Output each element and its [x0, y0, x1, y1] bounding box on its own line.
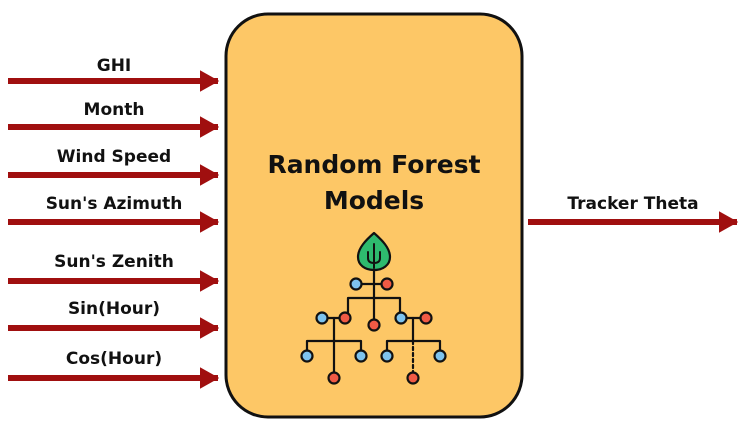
model-box: [224, 12, 524, 419]
tree-node: [394, 311, 408, 325]
tree-node: [433, 349, 447, 363]
output-label: Tracker Theta: [567, 194, 698, 214]
tree-node: [380, 277, 394, 291]
input-label-wind-speed: Wind Speed: [57, 147, 171, 167]
input-label-month: Month: [84, 100, 145, 120]
input-label-cos-hour: Cos(Hour): [66, 349, 162, 369]
input-arrow-ghi: GHI: [8, 56, 220, 92]
tree-node: [300, 349, 314, 363]
input-arrow-cos-hour: Cos(Hour): [8, 349, 220, 389]
output-arrow: Tracker Theta: [528, 194, 739, 233]
tree-node: [406, 371, 420, 385]
input-label-sun-azimuth: Sun's Azimuth: [46, 194, 183, 214]
input-arrow-sun-azimuth: Sun's Azimuth: [8, 194, 220, 233]
tree-node: [380, 349, 394, 363]
input-label-sin-hour: Sin(Hour): [68, 299, 160, 319]
tree-node: [338, 311, 352, 325]
random-forest-tree-icon: [300, 231, 447, 385]
tree-node: [327, 371, 341, 385]
input-arrow-wind-speed: Wind Speed: [8, 147, 220, 186]
input-label-sun-zenith: Sun's Zenith: [54, 252, 174, 272]
tree-node: [349, 277, 363, 291]
input-label-ghi: GHI: [97, 56, 132, 76]
input-arrow-sin-hour: Sin(Hour): [8, 299, 220, 339]
input-arrow-sun-zenith: Sun's Zenith: [8, 252, 220, 292]
input-arrow-month: Month: [8, 100, 220, 138]
tree-node: [367, 318, 381, 332]
tree-node: [354, 349, 368, 363]
model-title-line2: Models: [324, 186, 424, 215]
tree-node: [315, 311, 329, 325]
model-title-line1: Random Forest: [267, 150, 480, 179]
tree-node: [419, 311, 433, 325]
